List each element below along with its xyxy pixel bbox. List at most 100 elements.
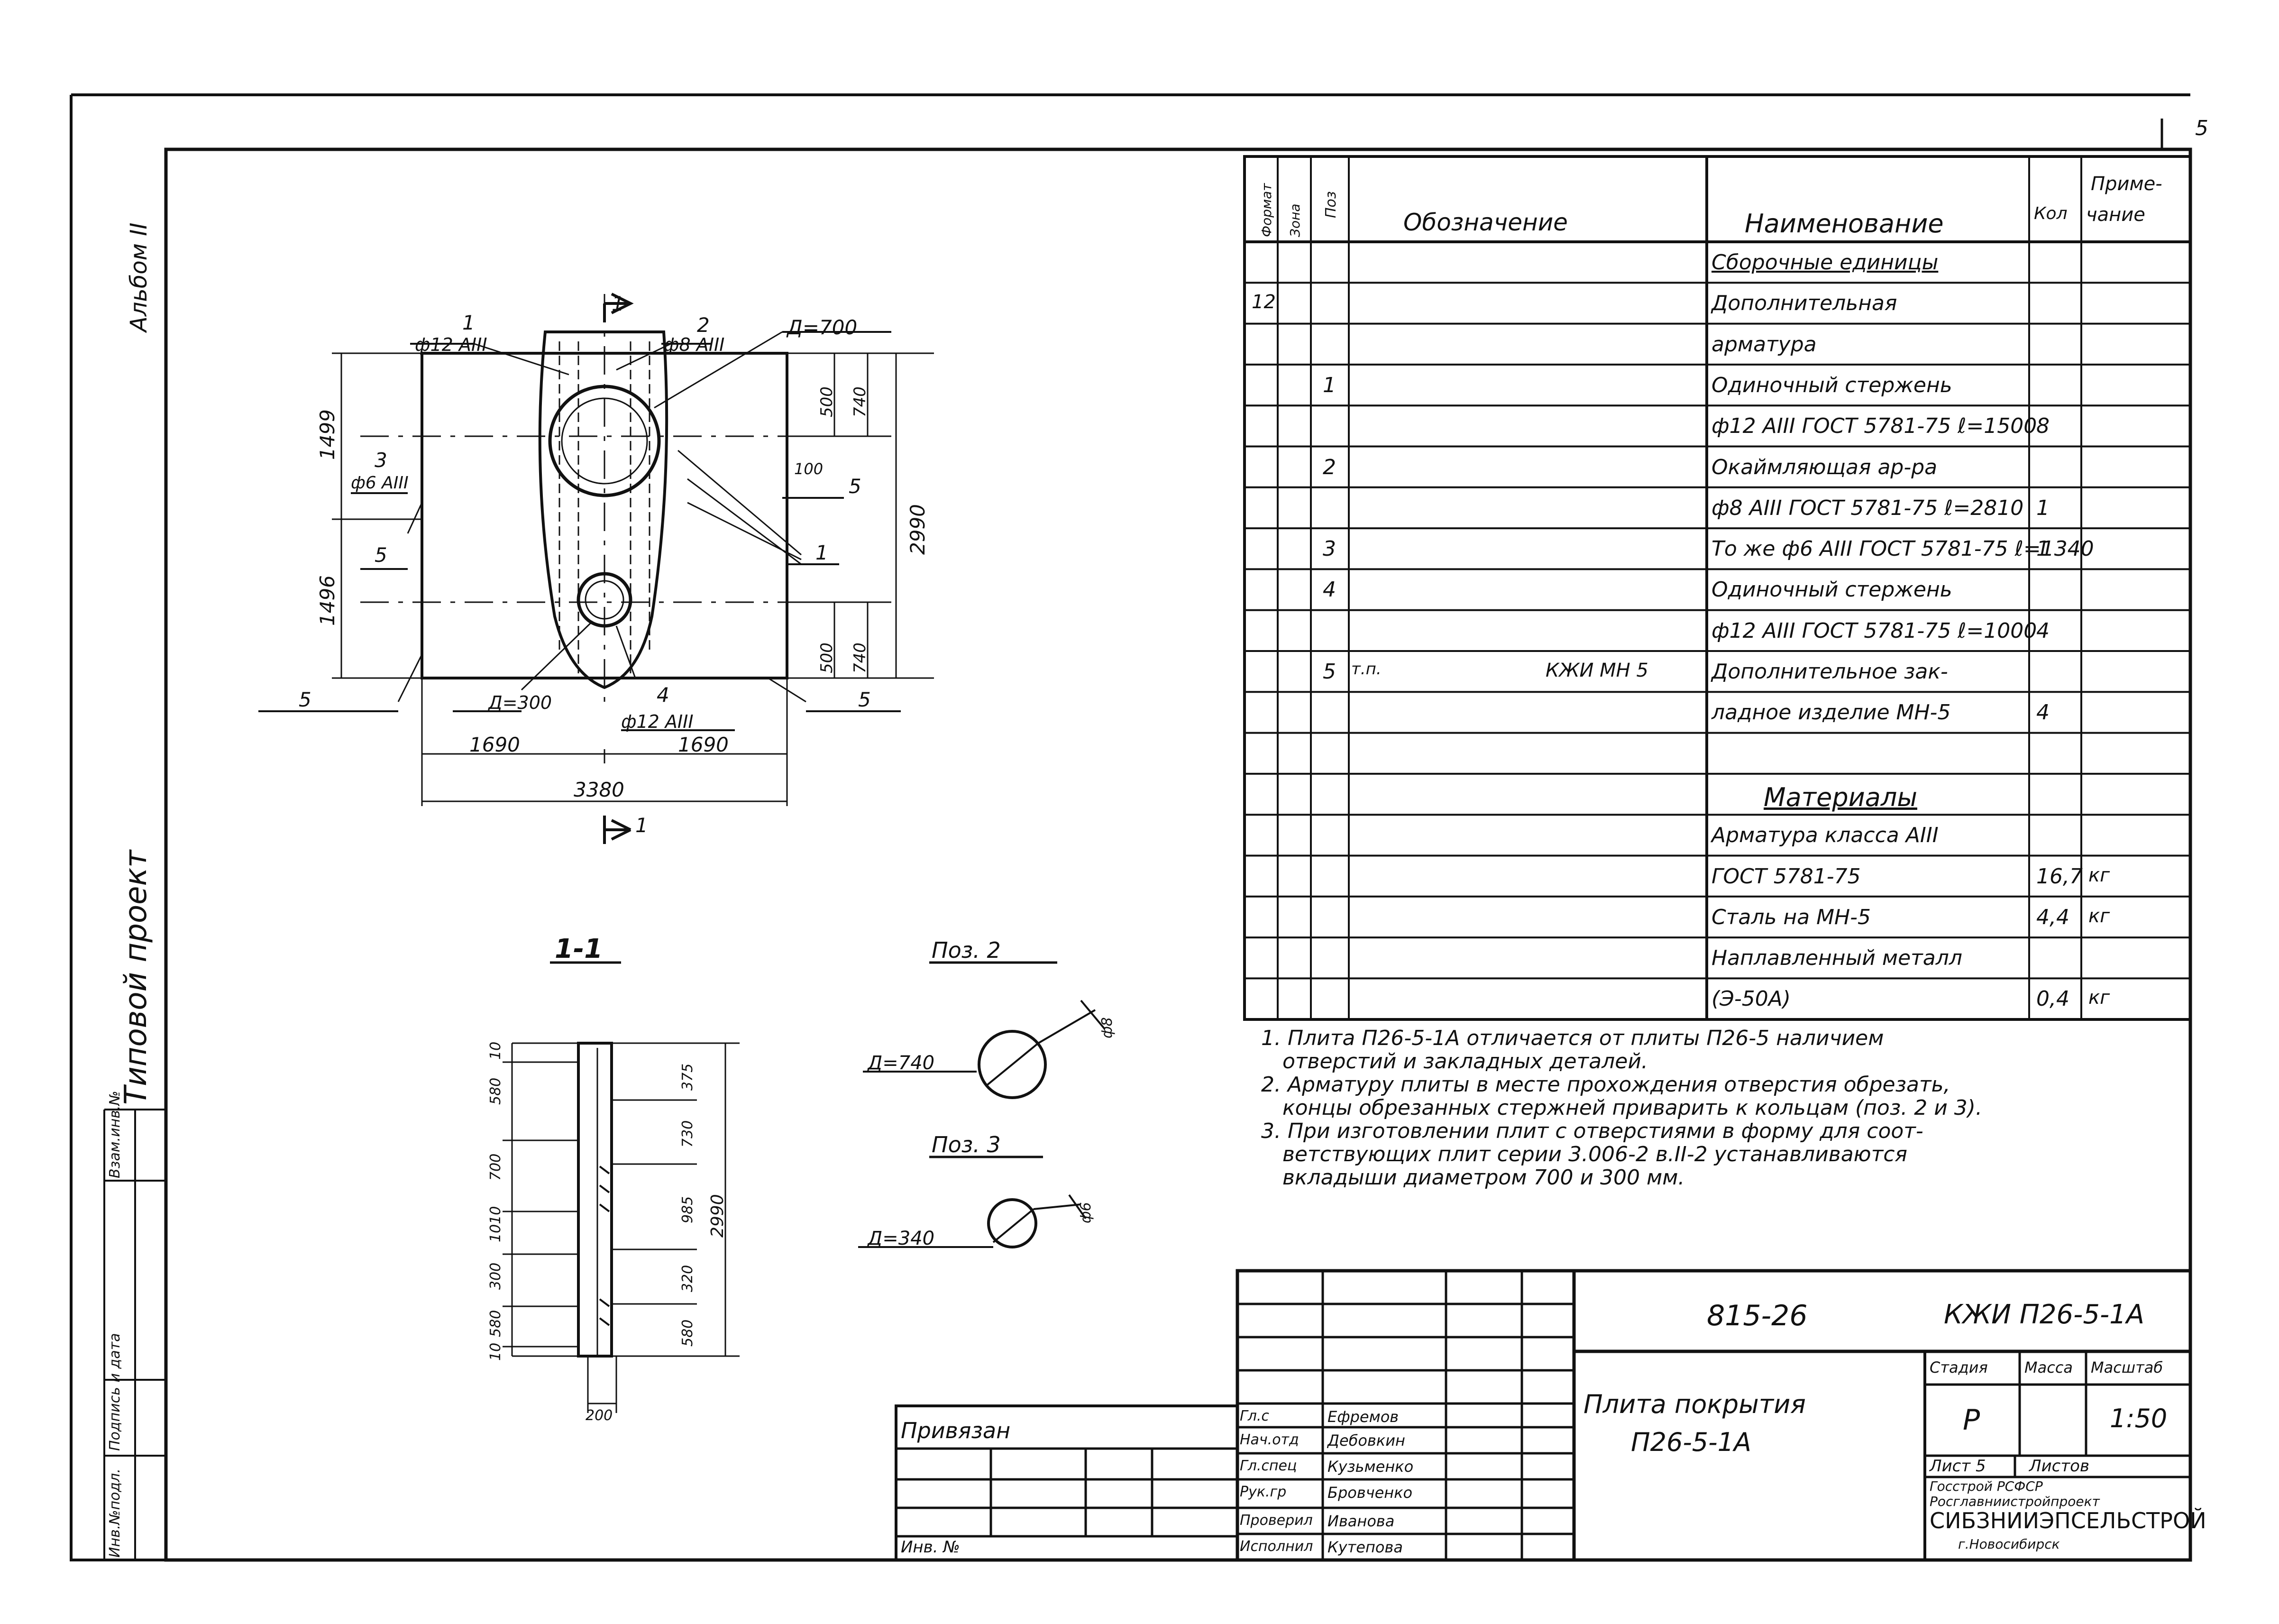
signer-name: Ефремов xyxy=(1327,1408,1399,1426)
side-podpis: Подпись и дата xyxy=(107,1333,123,1451)
plan-label-pos1-right: 1 xyxy=(815,541,828,564)
plan-label-d300: Д=300 xyxy=(487,692,552,713)
spec-cell-obozn: КЖИ МН 5 xyxy=(1546,660,1648,681)
opening-reinforcement xyxy=(538,330,668,689)
section-mark-top: 1 xyxy=(612,292,624,315)
opening-d700 xyxy=(548,385,661,497)
plan-label-rebar12b: ф12 АIII xyxy=(621,711,694,732)
title-block-grid xyxy=(895,1269,2192,1562)
dim-740-bottom: 740 xyxy=(851,642,869,673)
spec-cell-name: ф12 АIII ГОСТ 5781-75 ℓ=1000 xyxy=(1712,618,2037,643)
signer-role: Проверил xyxy=(1240,1512,1313,1529)
plan-label-rebar6: ф6 АIII xyxy=(351,473,409,493)
section-dim-l1: 580 xyxy=(487,1078,504,1105)
spec-cell-name: ладное изделие МН-5 xyxy=(1712,700,1951,725)
sheet-number: Лист 5 xyxy=(1930,1457,1986,1476)
notes-block: 1. Плита П26-5-1А отличается от плиты П2… xyxy=(1261,1027,1982,1189)
section-dim-r4: 580 xyxy=(679,1320,696,1347)
spec-header-oboznachenie: Обозначение xyxy=(1403,209,1568,236)
section-dim-l2: 700 xyxy=(487,1154,504,1181)
sheets-count-label: Листов xyxy=(2029,1457,2090,1476)
dim-width-left: 1690 xyxy=(469,733,520,756)
spec-cell-name: арматура xyxy=(1712,332,1817,357)
spec-cell-name: Одиночный стержень xyxy=(1712,578,1952,602)
section-dim-l0: 10 xyxy=(487,1042,504,1060)
signer-name: Дебовкин xyxy=(1327,1431,1405,1450)
spec-cell-name: Арматура класса АIII xyxy=(1712,823,1939,848)
dim-500-bottom: 500 xyxy=(817,642,836,673)
note-line: отверстий и закладных деталей. xyxy=(1282,1049,1648,1073)
spec-header-poz: Поз xyxy=(1323,191,1339,218)
spec-table-grid xyxy=(1243,155,2192,1021)
spec-cell-prim: кг xyxy=(2088,905,2110,927)
spec-cell-name: То же ф6 АIII ГОСТ 5781-75 ℓ=1340 xyxy=(1712,537,2094,561)
signer-role: Гл.с xyxy=(1240,1408,1269,1424)
spec-cell-name: ф8 АIII ГОСТ 5781-75 ℓ=2810 xyxy=(1712,495,2024,520)
stage-label: Стадия xyxy=(1930,1358,1988,1376)
spec-cell-kol: 1 xyxy=(2036,495,2050,520)
plan-label-pos5-bottom-left: 5 xyxy=(299,688,311,711)
dim-height-bottom: 1496 xyxy=(316,575,339,626)
section-dim-l4: 300 xyxy=(487,1263,504,1290)
spec-cell-prim: кг xyxy=(2088,864,2110,886)
section-dim-bottom: 200 xyxy=(586,1407,613,1424)
dim-740-top: 740 xyxy=(851,386,869,417)
spec-cell-poz: 1 xyxy=(1323,373,1336,397)
org-line-2: Росглавниистройпроект xyxy=(1930,1494,2100,1509)
spec-header-format: Формат xyxy=(1259,183,1274,237)
ring-details xyxy=(858,961,1106,1248)
page-number: 5 xyxy=(2195,116,2208,140)
spec-cell-name: ф12 АIII ГОСТ 5781-75 ℓ=1500 xyxy=(1712,414,2037,439)
poz2-bar: ф8 xyxy=(1099,1017,1116,1038)
signer-name: Бровченко xyxy=(1327,1484,1413,1502)
plan-label-pos1: 1 xyxy=(462,311,475,334)
signer-name: Иванова xyxy=(1327,1512,1395,1530)
poz3-bar: ф6 xyxy=(1078,1202,1094,1223)
spec-cell-obozn-prefix: т.п. xyxy=(1351,660,1382,679)
side-vzam: Взам.инв.№ xyxy=(107,1091,123,1178)
dim-height-total: 2990 xyxy=(906,504,929,555)
spec-cell-kol: 0,4 xyxy=(2036,987,2069,1011)
spec-cell-poz: 3 xyxy=(1323,537,1336,561)
signer-role: Исполнил xyxy=(1240,1538,1313,1555)
spec-cell-kol: 1 xyxy=(2036,537,2050,561)
section-dim-total: 2990 xyxy=(708,1194,727,1238)
spec-cell-name: Одиночный стержень xyxy=(1712,373,1952,397)
spec-cell-kol: 4 xyxy=(2036,700,2050,725)
spec-cell-poz: 4 xyxy=(1323,578,1336,602)
section-dim-r1: 730 xyxy=(679,1120,696,1147)
scale-label: Масштаб xyxy=(2091,1358,2163,1376)
spec-cell-name: (Э-50А) xyxy=(1712,987,1791,1011)
opening-d300 xyxy=(577,572,632,628)
signer-role: Рук.гр xyxy=(1240,1484,1287,1500)
spec-cell-poz: 2 xyxy=(1323,455,1336,479)
spec-cell-format: 12 xyxy=(1252,291,1276,313)
plan-label-pos4: 4 xyxy=(657,683,669,706)
org-line-1: Госстрой РСФСР xyxy=(1930,1478,2043,1494)
spec-header-kol: Кол xyxy=(2034,204,2068,223)
spec-cell-name: Сталь на МН-5 xyxy=(1712,905,1871,929)
album-label: Альбом II xyxy=(126,222,152,332)
plan-label-rebar12: ф12 АIII xyxy=(415,334,487,355)
section-1-1 xyxy=(503,1042,740,1413)
spec-cell-poz: 5 xyxy=(1323,660,1336,684)
spec-cell-name: Дополнительное зак- xyxy=(1712,660,1948,684)
spec-header-zona: Зона xyxy=(1287,203,1303,237)
section-dim-r0: 375 xyxy=(679,1064,696,1091)
spec-cell-kol: 8 xyxy=(2036,414,2050,439)
section-title: 1-1 xyxy=(555,934,603,964)
note-line: концы обрезанных стержней приварить к ко… xyxy=(1282,1096,1982,1120)
org-line-4: г.Новосибирск xyxy=(1958,1536,2060,1552)
spec-header-naimenovanie: Наименование xyxy=(1745,209,1944,239)
plan-label-rebar8: ф8 АIII xyxy=(664,334,724,355)
spec-cell-name: Дополнительная xyxy=(1712,291,1897,316)
side-inv-podl: Инв.№подл. xyxy=(107,1468,123,1558)
doc-code: 815-26 xyxy=(1707,1299,1808,1332)
plan-view xyxy=(258,293,934,844)
signer-name: Кузьменко xyxy=(1327,1458,1414,1476)
signer-role: Нач.отд xyxy=(1240,1431,1299,1448)
section-dim-r2: 985 xyxy=(679,1196,696,1223)
dim-height-top: 1499 xyxy=(316,409,339,460)
plan-label-pos3: 3 xyxy=(375,449,387,472)
